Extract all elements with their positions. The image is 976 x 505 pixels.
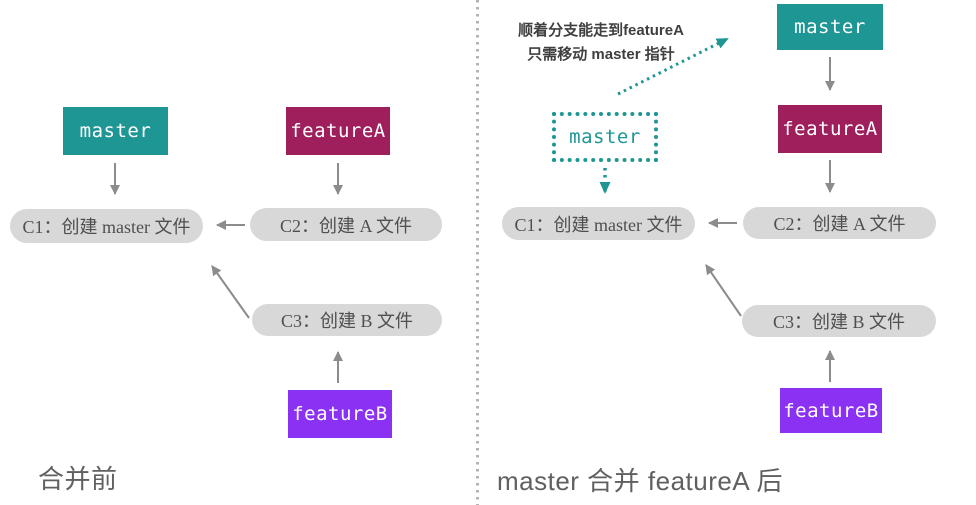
right-commit-c2-label: C2：创建 A 文件 xyxy=(773,214,906,234)
right-branch-master-moved: master xyxy=(777,4,883,50)
right-commit-c3-label: C3：创建 B 文件 xyxy=(772,312,905,332)
left-branch-featureA-label: featureA xyxy=(290,120,386,142)
right-caption: master 合并 featureA 后 xyxy=(497,466,783,496)
right-annotation: 顺着分支能走到featureA 只需移动 master 指针 xyxy=(505,19,697,67)
left-commit-c2: C2：创建 A 文件 xyxy=(250,208,442,241)
right-branch-featureA-label: featureA xyxy=(782,118,878,140)
right-annotation-line2: 只需移动 master 指针 xyxy=(527,46,675,63)
left-branch-featureA: featureA xyxy=(286,107,390,155)
left-commit-c1: C1：创建 master 文件 xyxy=(10,209,203,243)
right-branch-featureB: featureB xyxy=(780,388,882,433)
right-branch-featureB-label: featureB xyxy=(783,399,879,422)
left-branch-master: master xyxy=(63,107,168,155)
left-branch-featureB: featureB xyxy=(288,390,392,438)
left-commit-c3: C3：创建 B 文件 xyxy=(252,304,442,336)
left-branch-master-label: master xyxy=(79,120,152,142)
left-commit-c1-label: C1：创建 master 文件 xyxy=(22,217,191,237)
right-arrow-c3-to-c1-icon xyxy=(705,264,742,317)
right-commit-c3: C3：创建 B 文件 xyxy=(742,305,936,337)
right-commit-c1-label: C1：创建 master 文件 xyxy=(514,214,683,235)
right-annotation-line1: 顺着分支能走到featureA xyxy=(518,22,684,39)
panel-divider xyxy=(476,0,479,505)
right-branch-master-old-label: master xyxy=(569,126,641,148)
right-commit-c1: C1：创建 master 文件 xyxy=(502,207,695,240)
right-branch-master-moved-label: master xyxy=(794,16,866,38)
left-branch-featureB-label: featureB xyxy=(292,403,388,425)
left-commit-c3-label: C3：创建 B 文件 xyxy=(280,311,413,331)
right-branch-featureA: featureA xyxy=(778,105,882,153)
right-branch-master-old: master xyxy=(552,112,658,162)
left-arrow-c3-to-c1-icon xyxy=(211,265,250,319)
left-caption: 合并前 xyxy=(38,464,118,494)
right-commit-c2: C2：创建 A 文件 xyxy=(743,207,936,239)
left-commit-c2-label: C2：创建 A 文件 xyxy=(279,215,412,236)
